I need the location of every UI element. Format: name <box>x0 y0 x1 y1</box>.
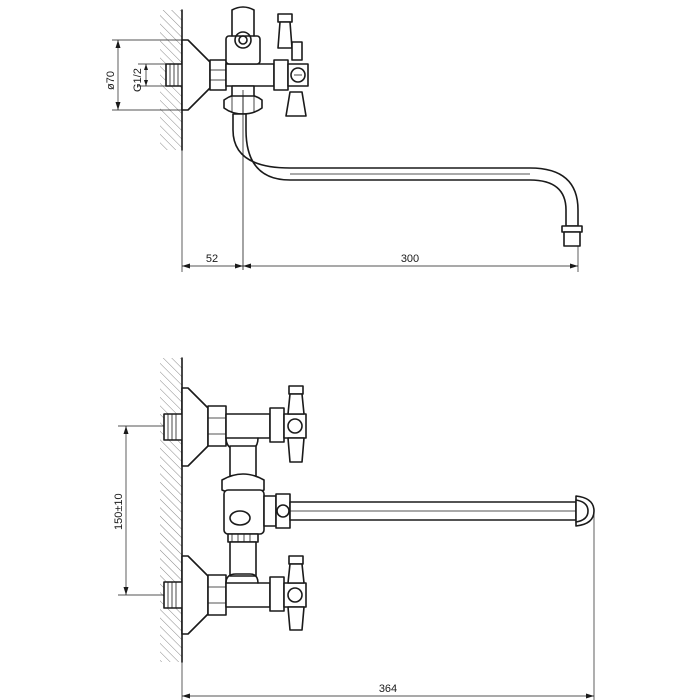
central-body <box>221 437 265 584</box>
upper-cross-handle <box>287 385 305 463</box>
lower-cross-handle <box>287 555 305 631</box>
flange-top <box>181 39 211 111</box>
dim-flange-diameter-label: ø70 <box>105 71 117 90</box>
wall-section-bottom <box>160 357 183 663</box>
aerator-top <box>561 225 583 247</box>
shower-holder-top <box>225 6 261 65</box>
spout-connector-bottom <box>263 493 291 529</box>
hex-nut-top <box>209 59 227 91</box>
dim-spout-length-label: 300 <box>401 253 419 265</box>
wall-inlet-thread-top <box>165 63 185 87</box>
dim-total-length: 364 <box>181 511 595 700</box>
top-view: ø70 G1/2 52 300 <box>105 6 583 272</box>
dim-wall-offset-label: 52 <box>206 253 218 265</box>
front-view: 150±10 364 <box>113 357 595 700</box>
upper-inlet <box>163 387 307 467</box>
dim-horizontal-top: 52 300 <box>181 150 579 272</box>
cross-handle-top <box>277 13 307 117</box>
dim-total-length-label: 364 <box>379 683 397 695</box>
dim-thread-label: G1/2 <box>132 68 144 92</box>
dim-center-distance-label: 150±10 <box>113 493 125 530</box>
spout-top <box>232 113 579 227</box>
dim-flange-diameter: ø70 <box>105 39 182 111</box>
spout-bottom <box>289 495 595 527</box>
dim-thread: G1/2 <box>132 63 166 92</box>
dim-center-distance: 150±10 <box>113 425 164 596</box>
